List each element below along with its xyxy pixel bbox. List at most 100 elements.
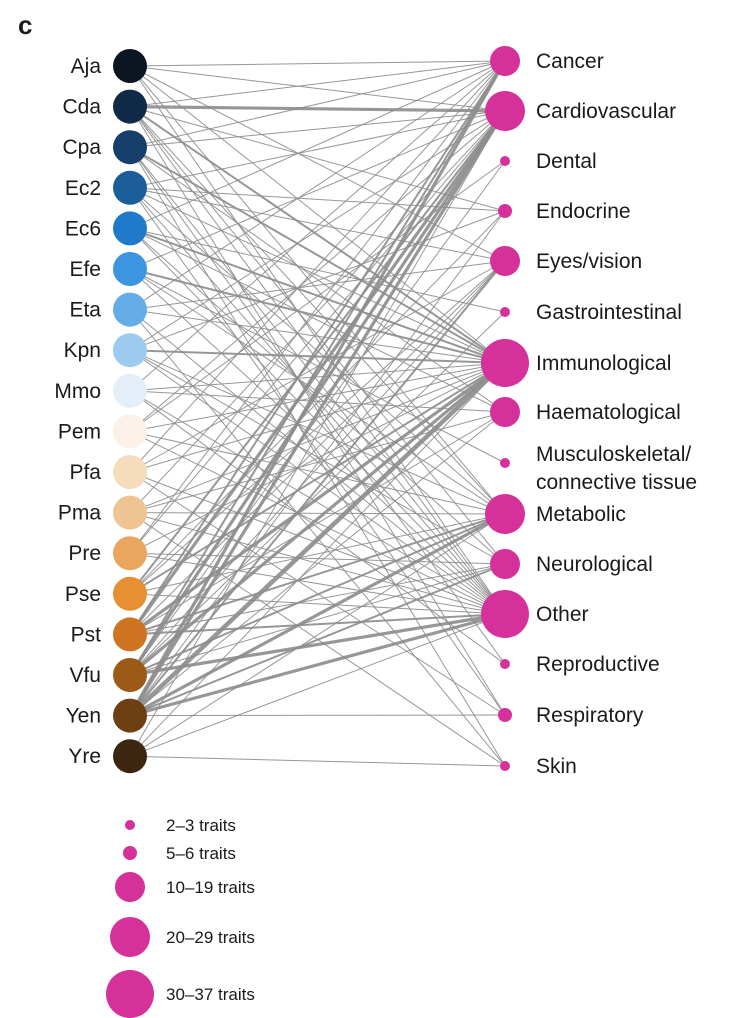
target-label: Cancer: [536, 50, 604, 73]
target-node: [498, 708, 512, 722]
target-label: Immunological: [536, 352, 671, 375]
source-label: Pre: [68, 542, 101, 565]
source-node-pre: [113, 536, 147, 571]
edge: [129, 362, 506, 554]
edge: [129, 362, 506, 432]
edge: [129, 110, 506, 189]
source-node-cpa: [113, 130, 147, 165]
edge: [129, 613, 506, 757]
source-node-yre: [113, 739, 147, 774]
edge: [129, 110, 506, 513]
legend-size-marker: [110, 917, 150, 957]
edge: [129, 362, 506, 757]
edge: [129, 60, 506, 635]
edge: [128, 110, 507, 636]
target-label: Haematological: [536, 401, 681, 424]
source-label: Efe: [69, 258, 101, 281]
target-label-line2: connective tissue: [536, 471, 697, 494]
source-label: Yre: [68, 745, 101, 768]
edge: [129, 552, 506, 615]
target-label: Endocrine: [536, 200, 631, 223]
target-node: [481, 339, 529, 387]
target-node: [498, 204, 512, 218]
source-node-aja: [113, 49, 147, 83]
source-node-yen: [113, 698, 147, 733]
source-node-vfu: [113, 658, 147, 692]
target-node: [500, 659, 510, 669]
edge: [128, 60, 507, 717]
legend-label: 30–37 traits: [166, 985, 255, 1004]
source-label: Aja: [71, 55, 102, 78]
source-label: Pst: [71, 623, 102, 646]
edge: [129, 65, 506, 364]
edge: [129, 430, 506, 515]
target-node: [490, 397, 520, 427]
edge: [129, 146, 506, 364]
edge: [129, 260, 506, 676]
edge: [129, 227, 506, 313]
panel-label: c: [18, 10, 33, 40]
edge: [129, 106, 506, 212]
edge: [128, 361, 507, 718]
edge: [129, 260, 506, 717]
target-label: Gastrointestinal: [536, 301, 682, 324]
edge: [129, 210, 506, 716]
target-label: Respiratory: [536, 704, 644, 727]
edge: [129, 309, 506, 364]
edge: [129, 593, 506, 615]
legend-label: 20–29 traits: [166, 928, 255, 947]
edge: [129, 411, 506, 716]
source-label: Cpa: [62, 136, 101, 159]
source-label: Pma: [58, 502, 102, 525]
target-label: Metabolic: [536, 503, 626, 526]
source-label: Yen: [66, 705, 101, 728]
edge: [129, 110, 506, 554]
target-label: Skin: [536, 755, 577, 778]
target-node: [500, 761, 510, 771]
source-node-cda: [113, 89, 147, 124]
source-label: Pfa: [69, 461, 101, 484]
edge: [128, 361, 507, 677]
legend-label: 2–3 traits: [166, 816, 236, 835]
source-label: Ec2: [65, 177, 101, 200]
edge: [129, 512, 506, 515]
source-label: Pem: [58, 420, 101, 443]
target-node: [500, 307, 510, 317]
legend-size-marker: [123, 846, 137, 860]
edge: [129, 60, 506, 108]
source-node-ec6: [113, 211, 147, 246]
edge: [129, 210, 506, 595]
source-label: Ec6: [65, 217, 101, 240]
edge: [129, 60, 506, 311]
edge: [129, 210, 506, 351]
edge: [129, 390, 506, 615]
edge: [129, 512, 506, 718]
legend-size-marker: [106, 970, 154, 1018]
edge: [129, 349, 506, 364]
source-label: Cda: [62, 96, 101, 119]
source-node-efe: [113, 252, 147, 286]
edge: [129, 106, 506, 565]
target-label: Cardiovascular: [536, 100, 676, 123]
legend-label: 10–19 traits: [166, 878, 255, 897]
edge: [129, 110, 506, 148]
edges-layer: [128, 60, 507, 767]
edge: [129, 411, 506, 635]
edge: [129, 60, 506, 473]
legend-size-marker: [125, 820, 135, 830]
source-node-pfa: [113, 455, 147, 489]
source-node-mmo: [113, 373, 147, 408]
edge: [129, 60, 506, 148]
source-node-kpn: [113, 333, 147, 368]
edge: [129, 105, 506, 364]
nodes-layer: AjaCdaCpaEc2Ec6EfeEtaKpnMmoPemPfaPmaPreP…: [54, 46, 697, 778]
edge: [129, 65, 506, 615]
target-node: [485, 494, 525, 534]
edge: [129, 60, 506, 554]
target-node: [500, 156, 510, 166]
target-label: Musculoskeletal/: [536, 443, 691, 466]
edge: [129, 187, 506, 364]
source-node-pst: [113, 617, 147, 652]
